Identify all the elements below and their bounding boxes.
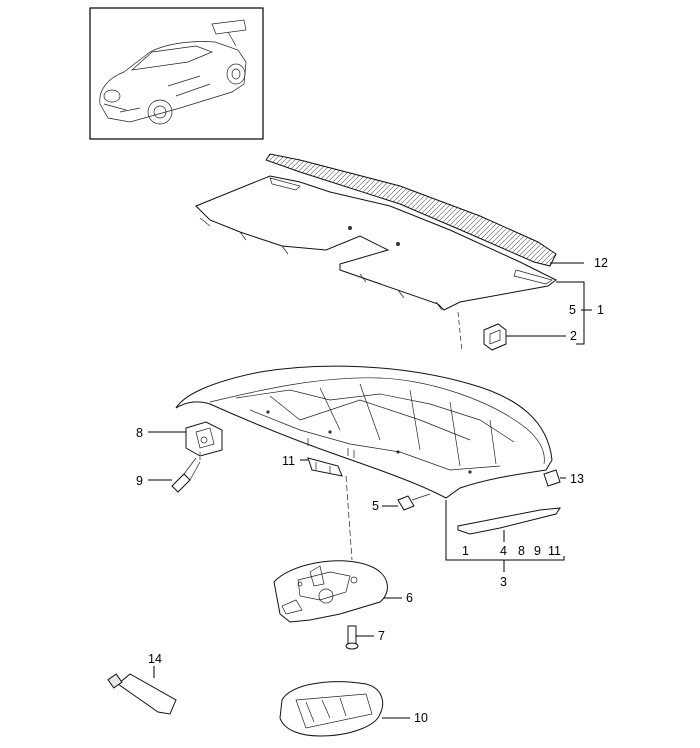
callout-13: 13 — [570, 472, 584, 486]
part-12-seal-strip[interactable] — [265, 153, 557, 267]
part-13-end-cap[interactable] — [543, 469, 561, 487]
callout-2: 2 — [570, 329, 577, 343]
callout-5-upper: 5 — [569, 303, 576, 317]
callout-1-upper: 1 — [597, 303, 604, 317]
part-7-bolt[interactable] — [345, 625, 359, 650]
group-row-8: 8 — [518, 544, 525, 558]
part-14-tube[interactable] — [107, 673, 177, 715]
part-3-shelf-frame[interactable] — [175, 365, 553, 499]
group-row-1: 1 — [462, 544, 469, 558]
callout-5-screw: 5 — [372, 499, 379, 513]
part-4-trim-strip[interactable] — [457, 507, 562, 535]
part-8-bracket[interactable] — [185, 421, 223, 457]
callout-10: 10 — [414, 711, 428, 725]
part-6-latch-mechanism[interactable] — [273, 560, 388, 623]
callout-14: 14 — [148, 652, 162, 666]
part-2-clip[interactable] — [457, 311, 507, 353]
callout-6: 6 — [406, 591, 413, 605]
part-11-clip[interactable] — [307, 457, 343, 477]
callout-7: 7 — [378, 629, 385, 643]
callout-9: 9 — [136, 474, 143, 488]
group-row-9: 9 — [534, 544, 541, 558]
part-5-screw[interactable] — [397, 493, 431, 511]
part-10-tray[interactable] — [279, 681, 384, 737]
car-thumbnail — [89, 7, 264, 140]
callout-8: 8 — [136, 426, 143, 440]
callout-11: 11 — [282, 454, 295, 468]
leader-lines — [148, 262, 592, 719]
part-9-bolt[interactable] — [171, 452, 201, 493]
callout-12: 12 — [594, 256, 608, 270]
callout-3: 3 — [500, 575, 507, 589]
car-illustration-icon — [99, 19, 247, 125]
group-row-11: 11 — [548, 544, 561, 558]
group-row-4: 4 — [500, 544, 507, 558]
assembly-line — [345, 475, 353, 561]
part-5-cover-mat[interactable] — [195, 175, 557, 311]
